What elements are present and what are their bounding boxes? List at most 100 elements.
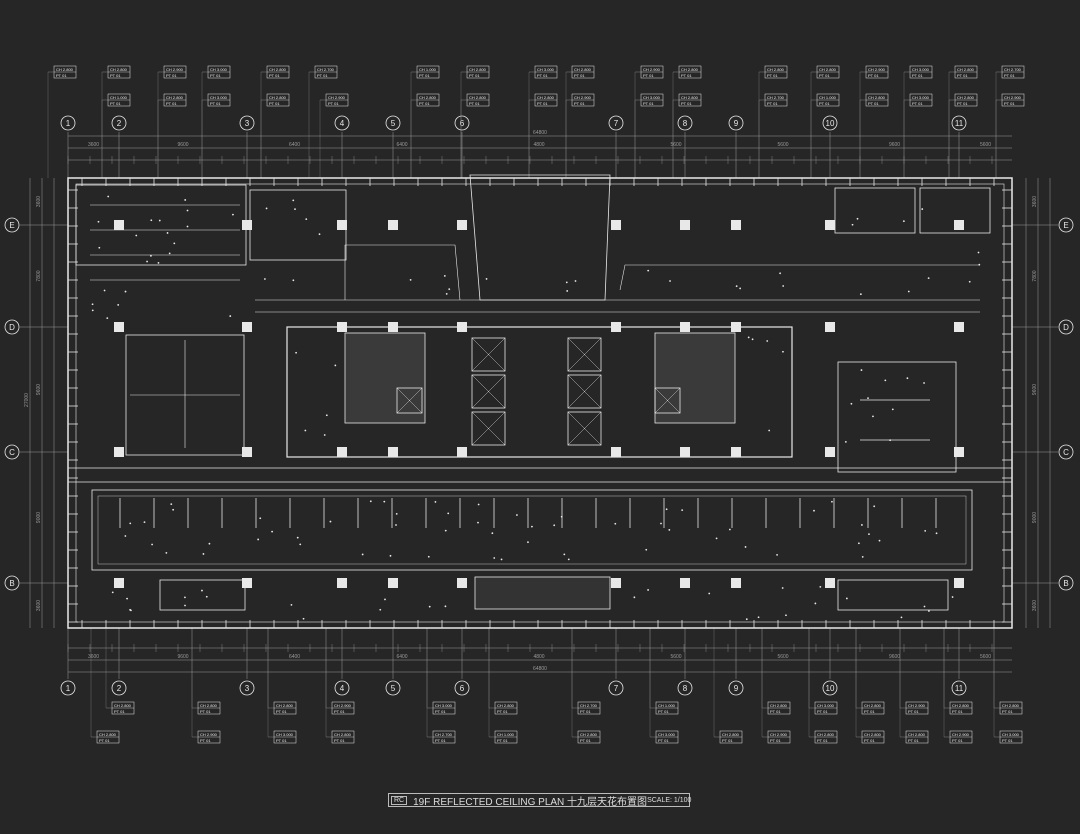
downlight xyxy=(427,555,430,558)
ceiling-height-label: CH 2.800 xyxy=(908,732,926,737)
ceiling-height-label: CH 2.800 xyxy=(276,703,294,708)
dimension-value: 9000 xyxy=(36,512,42,523)
ceiling-material-label: PT 01 xyxy=(681,101,692,106)
grid-label-6: 6 xyxy=(460,119,465,128)
downlight xyxy=(186,225,189,228)
ceiling-material-label: PT 01 xyxy=(868,73,879,78)
elevator-cross xyxy=(471,374,506,409)
dimension-value: 4800 xyxy=(533,142,544,148)
downlight xyxy=(184,596,186,599)
meeting-room xyxy=(919,187,991,234)
downlight xyxy=(906,377,909,380)
ceiling-height-label: CH 3.000 xyxy=(210,67,228,72)
ceiling-material-label: PT 01 xyxy=(864,709,875,714)
grid-bubble xyxy=(454,680,470,696)
downlight xyxy=(445,293,448,295)
ceiling-material-label: PT 01 xyxy=(435,709,446,714)
dimension-value: 6400 xyxy=(289,142,300,148)
ceiling-height-label: CH 2.900 xyxy=(200,732,218,737)
downlight xyxy=(157,262,160,264)
downlight xyxy=(150,254,152,257)
drawing-scale: SCALE: 1/100 xyxy=(647,796,692,804)
downlight xyxy=(779,272,782,275)
ceiling-material-label: PT 01 xyxy=(166,73,177,78)
ceiling-material-label: PT 01 xyxy=(767,73,778,78)
downlight xyxy=(735,285,738,288)
grid-label-C: C xyxy=(9,448,15,457)
downlight xyxy=(857,542,860,545)
ceiling-height-label: CH 1.000 xyxy=(658,703,676,708)
downlight xyxy=(708,592,711,595)
ceiling-material-label: PT 01 xyxy=(817,709,828,714)
grid-label-7: 7 xyxy=(614,119,619,128)
downlight xyxy=(867,397,869,400)
ceiling-height-label: CH 3.000 xyxy=(537,67,555,72)
grid-bubble xyxy=(111,680,127,696)
downlight xyxy=(395,513,398,515)
void-atrium xyxy=(469,174,611,301)
downlight xyxy=(143,521,146,524)
downlight xyxy=(884,379,887,382)
structural-column xyxy=(457,447,467,457)
elevator-shaft xyxy=(567,411,602,446)
downlight xyxy=(295,351,297,354)
ceiling-material-label: PT 01 xyxy=(767,101,778,106)
dimension-value: 7800 xyxy=(1032,270,1038,281)
exterior-wall xyxy=(67,177,1013,629)
ceiling-material-label: PT 01 xyxy=(210,73,221,78)
downlight xyxy=(924,529,927,532)
ceiling-height-label: CH 2.800 xyxy=(864,732,882,737)
ceiling-material-label: PT 01 xyxy=(469,101,480,106)
downlight xyxy=(264,278,266,280)
downlight xyxy=(477,521,479,524)
structural-column xyxy=(680,220,690,230)
structural-column xyxy=(954,322,964,332)
ceiling-material-label: PT 01 xyxy=(497,738,508,743)
downlight xyxy=(166,232,169,234)
downlight xyxy=(491,532,494,535)
grid-label-11: 11 xyxy=(955,119,964,128)
grid-bubble xyxy=(728,115,744,131)
downlight xyxy=(873,505,876,508)
downlight xyxy=(208,542,211,545)
grid-label-1: 1 xyxy=(66,684,71,693)
dimension-value: 9600 xyxy=(177,654,188,660)
downlight xyxy=(928,610,930,612)
grid-bubble xyxy=(334,115,350,131)
downlight xyxy=(860,369,863,371)
grid-bubble xyxy=(1058,444,1074,460)
structural-column xyxy=(611,447,621,457)
grid-label-3: 3 xyxy=(245,684,250,693)
grid-bubble xyxy=(385,680,401,696)
ceiling-height-label: CH 2.700 xyxy=(767,95,785,100)
downlight xyxy=(844,440,847,443)
downlight xyxy=(165,551,168,554)
ceiling-height-label: CH 3.000 xyxy=(912,67,930,72)
dimension-value: 6400 xyxy=(289,654,300,660)
grid-bubble xyxy=(334,680,350,696)
downlight xyxy=(907,290,910,293)
downlight xyxy=(184,604,186,607)
grid-label-E: E xyxy=(1063,221,1068,230)
ceiling-height-label: CH 2.800 xyxy=(334,732,352,737)
downlight xyxy=(744,546,747,548)
grid-label-9: 9 xyxy=(734,684,739,693)
downlight xyxy=(334,364,337,367)
elevator-cross xyxy=(567,411,602,446)
ceiling-material-label: PT 01 xyxy=(114,709,125,714)
structural-column xyxy=(337,220,347,230)
dimension-value: 9600 xyxy=(889,142,900,148)
ceiling-height-label: CH 1.000 xyxy=(497,732,515,737)
downlight xyxy=(872,415,874,418)
downlight xyxy=(850,402,853,405)
downlight xyxy=(184,199,187,201)
ceiling-material-label: PT 01 xyxy=(537,73,548,78)
ceiling-material-label: PT 01 xyxy=(957,101,968,106)
downlight xyxy=(745,618,748,621)
downlight xyxy=(444,529,447,532)
stair-core xyxy=(654,332,736,424)
downlight xyxy=(443,275,446,277)
grid-label-2: 2 xyxy=(117,684,122,693)
downlight xyxy=(292,279,295,282)
downlight xyxy=(923,382,925,384)
